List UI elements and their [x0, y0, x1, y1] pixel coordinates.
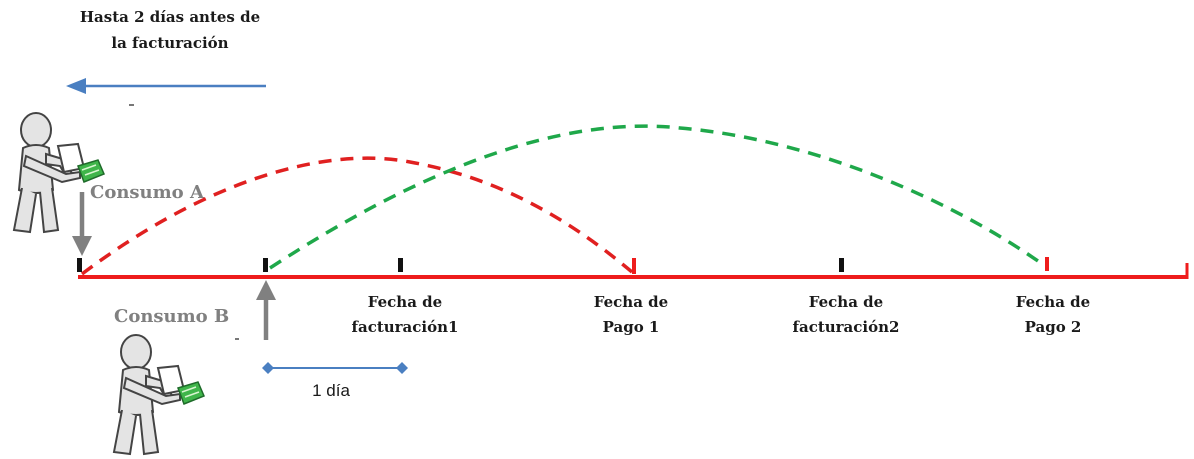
pago1-label-2: Pago 1 — [603, 318, 660, 336]
consumo-a-label: Consumo A — [90, 182, 205, 203]
tick-consumo-b — [263, 258, 268, 272]
small-dash-mark — [129, 104, 134, 106]
one-day-interval — [262, 362, 408, 374]
tick-consumo-a — [77, 258, 82, 272]
consumo-a-arrow — [72, 192, 92, 256]
tick-pago1 — [632, 258, 636, 274]
consumo-b-label: Consumo B — [114, 306, 229, 327]
one-day-label: 1 día — [312, 381, 350, 400]
pago2-label-1: Fecha de — [1016, 293, 1090, 311]
facturacion1-label-2: facturación1 — [352, 318, 459, 336]
facturacion2-label-1: Fecha de — [809, 293, 883, 311]
tick-facturacion1 — [398, 258, 403, 272]
person-a-icon — [13, 112, 105, 233]
person-b-icon — [113, 334, 205, 455]
tick-pago2 — [1045, 257, 1049, 271]
blue-left-arrow — [66, 78, 266, 94]
green-dashed-arc — [269, 124, 1047, 270]
red-dashed-arc — [80, 156, 634, 276]
facturacion2-label-2: facturación2 — [793, 318, 900, 336]
small-dash-mark-2 — [235, 338, 239, 340]
note-line-1: Hasta 2 días antes de — [80, 8, 260, 26]
pago2-label-2: Pago 2 — [1025, 318, 1082, 336]
note-line-2: la facturación — [111, 34, 228, 52]
facturacion1-label-1: Fecha de — [368, 293, 442, 311]
timeline — [78, 263, 1189, 279]
consumo-b-arrow — [256, 280, 276, 340]
tick-facturacion2 — [839, 258, 844, 272]
pago1-label-1: Fecha de — [594, 293, 668, 311]
